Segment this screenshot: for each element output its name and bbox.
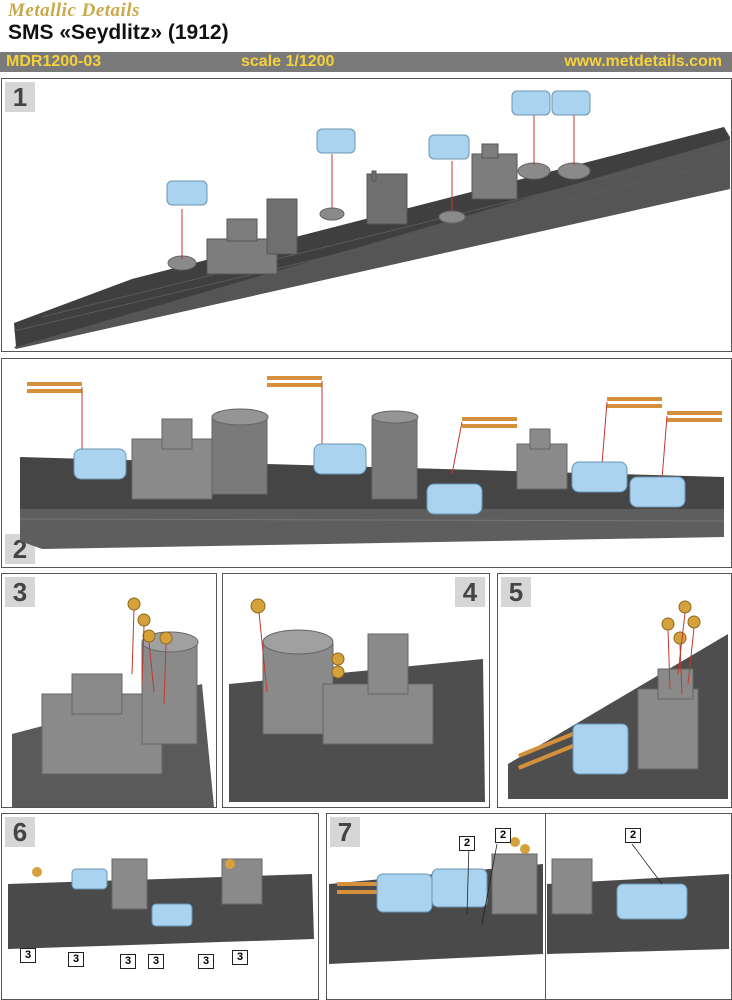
searchlights <box>127 597 173 645</box>
step-number: 4 <box>455 577 485 607</box>
sku-label: MDR1200-03 <box>6 53 102 70</box>
detail-illustration <box>329 837 729 964</box>
step-number: 7 <box>330 817 360 847</box>
step-2-panel: 2 <box>1 358 732 568</box>
searchlights <box>250 598 345 679</box>
hull-side <box>20 509 724 549</box>
info-bar: MDR1200-03 scale 1/1200 www.metdetails.c… <box>0 52 732 72</box>
part-2-callout: 2 <box>625 828 641 843</box>
ship-illustration <box>19 376 725 549</box>
part-3-callout: 3 <box>20 948 36 963</box>
ship-illustration <box>13 90 731 349</box>
step-7-panel: 7 2 2 2 <box>326 813 732 1000</box>
funnel-aft <box>371 410 419 500</box>
superstructure-aft <box>471 143 518 200</box>
turrets <box>166 90 591 206</box>
step-1-panel: 1 <box>1 78 732 352</box>
leader-lines <box>181 114 575 259</box>
turrets <box>73 443 686 515</box>
leader-lines <box>81 381 668 480</box>
part-3-callout: 3 <box>148 954 164 969</box>
step-number: 1 <box>5 82 35 112</box>
main-deck <box>14 127 730 347</box>
superstructure-fore <box>131 408 269 500</box>
website-link[interactable]: www.metdetails.com <box>564 53 722 70</box>
part-2-callout: 2 <box>459 836 475 851</box>
detail-illustration <box>229 598 485 802</box>
step-5-panel: 5 <box>497 573 732 808</box>
step-3-panel: 3 <box>1 573 217 808</box>
detail-divider <box>545 814 546 999</box>
part-3-callout: 3 <box>68 952 84 967</box>
barbettes <box>167 162 591 271</box>
scale-label: scale 1/1200 <box>241 53 335 70</box>
step-number: 6 <box>5 817 35 847</box>
funnel-aft <box>366 170 408 225</box>
page-title: SMS «Seydlitz» (1912) <box>8 21 229 44</box>
step-6-panel: 6 3 3 3 3 3 3 <box>1 813 319 1000</box>
part-3-callout: 3 <box>198 954 214 969</box>
brand-logo: Metallic Details <box>8 0 141 21</box>
step-4-panel: 4 <box>222 573 490 808</box>
barrels <box>27 376 722 428</box>
part-3-callout: 3 <box>232 950 248 965</box>
detail-illustration <box>12 597 214 807</box>
ship-illustration <box>8 858 314 949</box>
searchlights <box>661 600 701 645</box>
part-3-callout: 3 <box>120 954 136 969</box>
superstructure-fore <box>206 198 298 275</box>
step-number: 3 <box>5 577 35 607</box>
part-2-callout: 2 <box>495 828 511 843</box>
detail-illustration <box>508 600 728 799</box>
step-number: 5 <box>501 577 531 607</box>
superstructure-aft <box>516 428 568 490</box>
